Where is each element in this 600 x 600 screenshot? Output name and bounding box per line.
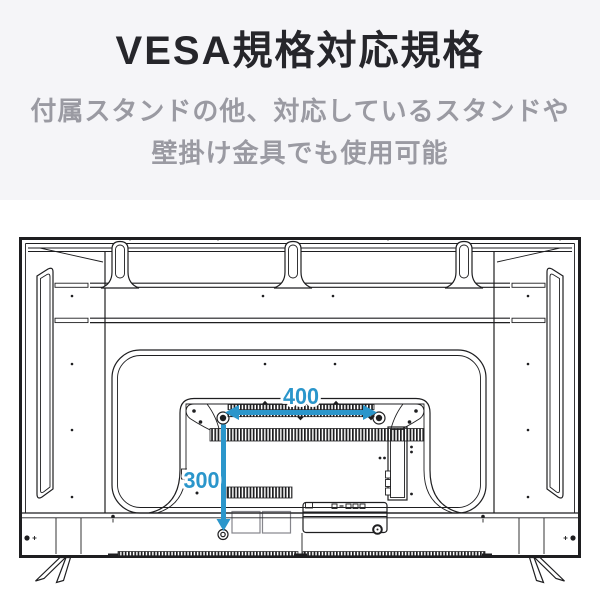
vesa-width-dimension: 400 bbox=[225, 380, 377, 420]
cabinet-screws bbox=[70, 294, 530, 499]
connector-panel-right bbox=[378, 426, 413, 501]
stand-feet bbox=[35, 556, 565, 584]
vesa-screw-holes bbox=[216, 411, 386, 541]
bottom-bar bbox=[20, 512, 580, 557]
vent-grilles bbox=[209, 400, 425, 499]
handle-cutout-right bbox=[444, 240, 484, 289]
page-subtitle: 付属スタンドの他、対応しているスタンドや 壁掛け金具でも使用可能 bbox=[0, 90, 600, 174]
vesa-height-label: 300 bbox=[184, 467, 220, 493]
arrow-down-icon bbox=[216, 519, 231, 531]
rating-label-stickers bbox=[231, 510, 292, 534]
vesa-height-dimension: 300 bbox=[181, 424, 231, 531]
back-stiffener-bars bbox=[54, 282, 546, 324]
header-band: VESA規格対応規格 付属スタンドの他、対応しているスタンドや 壁掛け金具でも使… bbox=[0, 0, 600, 200]
vesa-screw-bottom-left bbox=[217, 528, 229, 541]
handle-cutouts bbox=[100, 240, 484, 289]
vesa-recessed-panel bbox=[148, 397, 462, 514]
page-title: VESA規格対応規格 bbox=[115, 29, 485, 73]
arrow-right-icon bbox=[363, 405, 377, 420]
handle-cutout-left bbox=[100, 240, 140, 289]
subtitle-line-2: 壁掛け金具でも使用可能 bbox=[151, 138, 449, 168]
vesa-screw-top-left bbox=[216, 411, 230, 425]
vesa-screw-top-right bbox=[372, 411, 386, 425]
handle-cutout-center bbox=[273, 240, 313, 289]
arrow-left-icon bbox=[225, 405, 239, 420]
vesa-width-label: 400 bbox=[283, 383, 319, 409]
subtitle-line-1: 付属スタンドの他、対応しているスタンドや bbox=[30, 96, 570, 126]
side-trim-panels bbox=[36, 267, 564, 499]
